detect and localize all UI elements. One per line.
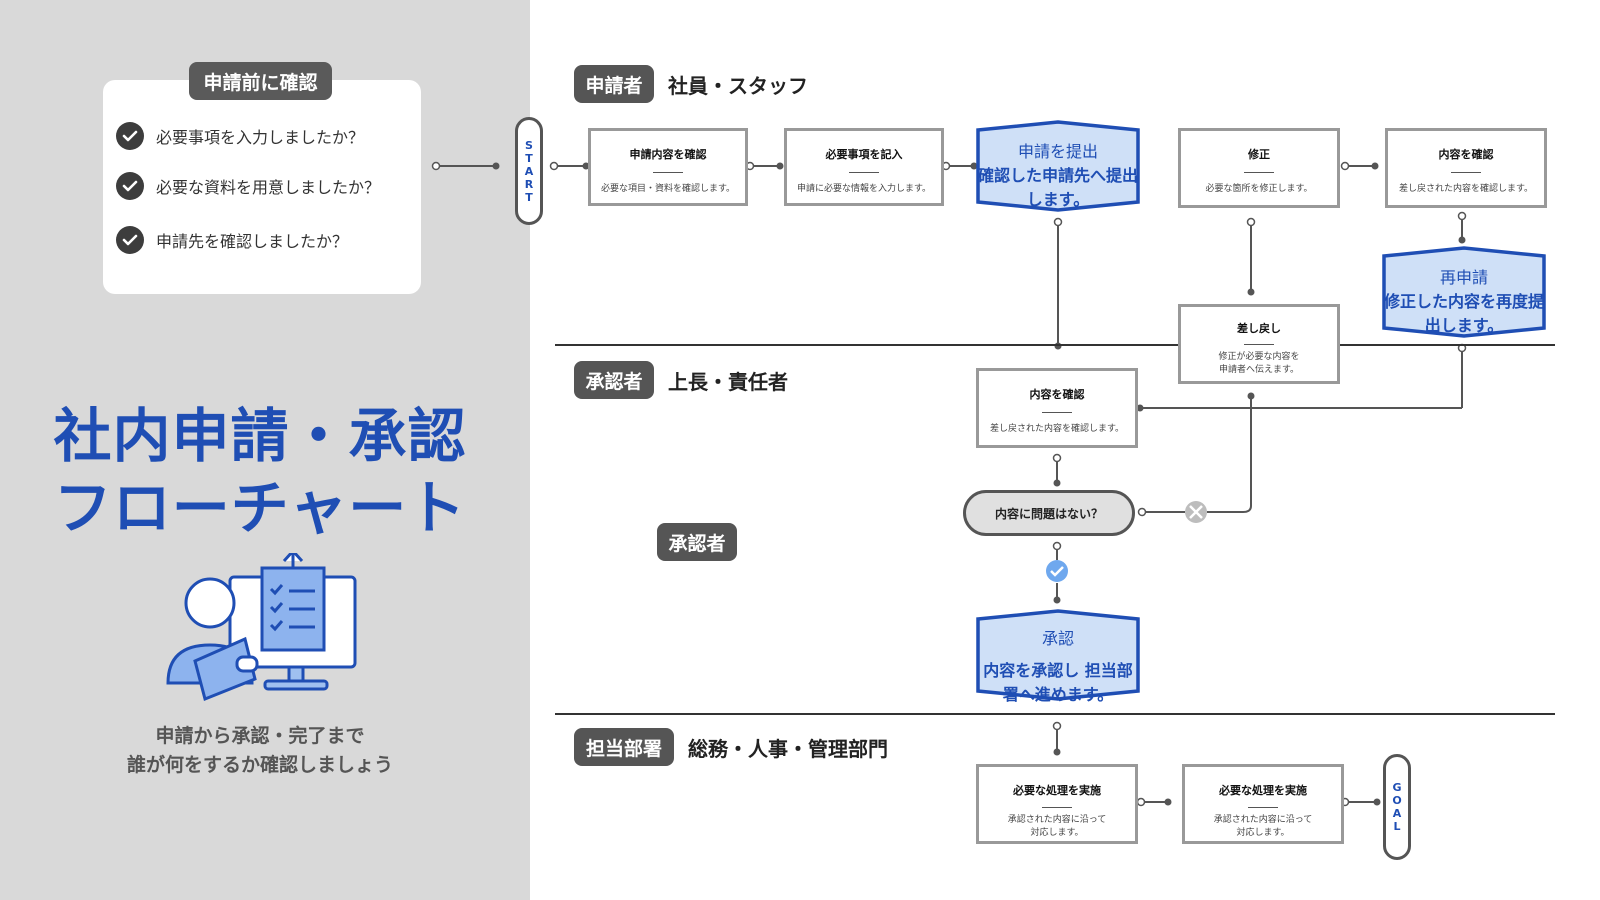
step-title: 内容を確認 [1029, 388, 1085, 401]
checklist-item-label: 必要事項を入力しましたか？ [156, 128, 365, 147]
lane-name-applicant: 社員・スタッフ [668, 74, 808, 98]
step-resubmit: 再申請 修正した内容を再度提出します。 [1382, 246, 1546, 338]
step-desc: 修正が必要な内容を 申請者へ伝えます。 [1218, 352, 1300, 375]
checklist-card [103, 80, 421, 294]
lane-tag-applicant: 申請者 [574, 65, 654, 103]
step-divider [1244, 172, 1274, 173]
reject-x-icon [1185, 501, 1207, 523]
step-confirm-content: 申請内容を確認 必要な項目・資料を確認します。 [588, 128, 748, 206]
step-title: 修正 [1248, 148, 1270, 161]
step-process-2: 必要な処理を実施 承認された内容に沿って 対応します。 [1182, 764, 1344, 844]
step-divider [849, 172, 879, 173]
page-title: 社内申請・承認 フローチャート [20, 400, 500, 544]
step-desc: 差し戻された内容を確認します。 [1398, 184, 1534, 194]
subtitle-line-2: 誰が何をするか確認しましょう [126, 754, 393, 776]
subtitle-line-1: 申請から承認・完了まで [155, 725, 365, 747]
step-desc: 差し戻された内容を確認します。 [989, 424, 1125, 434]
lane-tag-department: 担当部署 [574, 728, 674, 766]
step-divider [1248, 807, 1278, 808]
step-title: 内容を確認 [1438, 148, 1494, 161]
step-submit: 申請を提出 確認した申請先へ提出します。 [976, 120, 1140, 212]
title-line-1: 社内申請・承認 [53, 402, 467, 470]
step-check-returned: 内容を確認 差し戻された内容を確認します。 [1385, 128, 1547, 208]
step-title: 必要な処理を実施 [1013, 784, 1101, 797]
step-title: 承認 [1041, 629, 1074, 648]
step-title: 申請内容を確認 [629, 148, 707, 161]
step-divider [1042, 412, 1072, 413]
step-desc: 修正した内容を再度提出します。 [1383, 292, 1544, 335]
approve-hexagon-shape [976, 609, 1140, 701]
step-approve: 承認 内容を承認し 担当部署へ進めます。 [976, 609, 1140, 704]
step-desc: 申請に必要な情報を入力します。 [796, 184, 932, 194]
step-desc: 必要な箇所を修正します。 [1205, 184, 1313, 194]
submit-hexagon-shape [976, 120, 1140, 212]
step-title: 再申請 [1439, 268, 1488, 287]
lane-tag-approver: 承認者 [574, 361, 654, 399]
title-line-2: フローチャート [53, 474, 467, 542]
approve-check-icon [1046, 560, 1068, 582]
step-desc: 承認された内容に沿って 対応します。 [1007, 815, 1107, 838]
step-sendback: 差し戻し 修正が必要な内容を 申請者へ伝えます。 [1178, 304, 1340, 384]
checklist-tag: 申請前に確認 [189, 62, 332, 100]
step-process-1: 必要な処理を実施 承認された内容に沿って 対応します。 [976, 764, 1138, 844]
step-divider [1244, 344, 1274, 345]
step-desc: 確認した申請先へ提出します。 [977, 166, 1138, 209]
checklist-item-label: 申請先を確認しましたか？ [156, 232, 349, 251]
checklist-item-label: 必要な資料を用意しましたか？ [156, 178, 381, 197]
checklist-item: 必要な資料を用意しましたか？ [116, 172, 380, 200]
decision-content-ok: 内容に問題はない？ [963, 490, 1135, 536]
checklist-item: 申請先を確認しましたか？ [116, 226, 348, 254]
checklist-item: 必要事項を入力しましたか？ [116, 122, 364, 150]
step-desc: 承認された内容に沿って 対応します。 [1213, 815, 1313, 838]
resubmit-hexagon-shape [1382, 246, 1546, 338]
check-icon [116, 122, 144, 150]
step-desc: 内容を承認し 担当部署へ進めます。 [983, 661, 1133, 704]
step-fix: 修正 必要な箇所を修正します。 [1178, 128, 1340, 208]
lane-name-approver: 上長・責任者 [668, 370, 788, 394]
step-title: 必要事項を記入 [825, 148, 903, 161]
check-icon [116, 226, 144, 254]
step-divider [1042, 807, 1072, 808]
step-approver-check: 内容を確認 差し戻された内容を確認します。 [976, 368, 1138, 448]
step-divider [653, 172, 683, 173]
step-title: 差し戻し [1237, 322, 1281, 335]
step-fill-required: 必要事項を記入 申請に必要な情報を入力します。 [784, 128, 944, 206]
subtitle: 申請から承認・完了まで 誰が何をするか確認しましょう [50, 722, 470, 780]
lane-divider [555, 344, 1555, 346]
lane-name-department: 総務・人事・管理部門 [688, 737, 888, 761]
check-icon [116, 172, 144, 200]
applicant-computer-illustration-icon [166, 553, 357, 702]
step-title: 申請を提出 [1017, 142, 1098, 161]
step-title: 必要な処理を実施 [1219, 784, 1307, 797]
step-divider [1451, 172, 1481, 173]
step-desc: 必要な項目・資料を確認します。 [600, 184, 736, 194]
lane-tag-approver-extra: 承認者 [657, 523, 737, 561]
lane-divider [555, 713, 1555, 715]
